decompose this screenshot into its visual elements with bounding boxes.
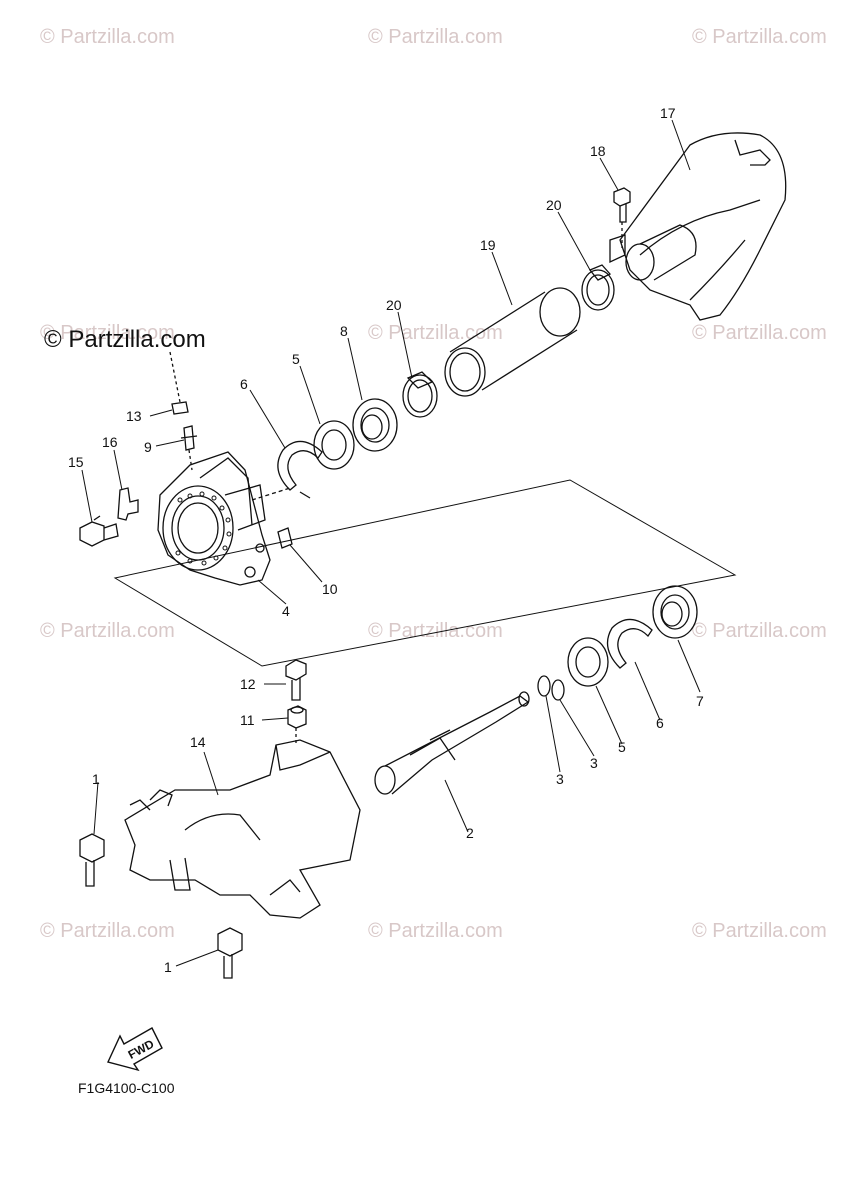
part-6-circlip-upper bbox=[277, 440, 323, 499]
callout-19: 19 bbox=[480, 237, 496, 253]
callout-13: 13 bbox=[126, 408, 142, 424]
callout-15: 15 bbox=[68, 454, 84, 470]
callout-17: 17 bbox=[660, 105, 676, 121]
part-8-bearing bbox=[352, 398, 398, 452]
callout-12: 12 bbox=[240, 676, 256, 692]
callout-1: 1 bbox=[164, 959, 172, 975]
callout-5: 5 bbox=[618, 739, 626, 755]
part-5-oil-seal-upper bbox=[313, 420, 355, 470]
part-1-bolt-upper bbox=[79, 833, 105, 887]
watermark-main: © Partzilla.com bbox=[44, 326, 206, 353]
callout-7: 7 bbox=[696, 693, 704, 709]
part-17-nozzle-cover bbox=[609, 132, 787, 321]
callout-9: 9 bbox=[144, 439, 152, 455]
leader-lines bbox=[81, 119, 701, 967]
watermark: © Partzilla.com bbox=[692, 620, 827, 642]
part-6-circlip-lower bbox=[606, 618, 653, 669]
part-14-pump-housing bbox=[124, 739, 361, 919]
part-20-hose-clamp-upper bbox=[581, 264, 615, 311]
part-18-bolt bbox=[613, 187, 631, 248]
callout-5: 5 bbox=[292, 351, 300, 367]
callout-6: 6 bbox=[656, 715, 664, 731]
watermark: © Partzilla.com bbox=[368, 920, 503, 942]
part-11-collar bbox=[287, 705, 307, 745]
watermark: © Partzilla.com bbox=[692, 322, 827, 344]
watermark: © Partzilla.com bbox=[692, 920, 827, 942]
watermark: © Partzilla.com bbox=[40, 26, 175, 48]
part-15-bolt bbox=[79, 515, 119, 547]
part-4-bearing-housing bbox=[157, 451, 291, 586]
assembly-outline bbox=[113, 479, 737, 667]
callout-11: 11 bbox=[240, 712, 255, 728]
watermark: © Partzilla.com bbox=[40, 920, 175, 942]
callout-16: 16 bbox=[102, 434, 118, 450]
part-1-bolt-lower bbox=[217, 927, 243, 979]
callout-18: 18 bbox=[590, 143, 606, 159]
part-13-clamp bbox=[169, 351, 189, 415]
callout-20: 20 bbox=[386, 297, 402, 313]
part-2-drive-shaft bbox=[374, 691, 530, 795]
callout-3: 3 bbox=[556, 771, 564, 787]
part-5-oil-seal-lower bbox=[567, 637, 609, 687]
part-9-nipple bbox=[180, 425, 198, 471]
part-19-hose bbox=[444, 287, 581, 397]
callout-8: 8 bbox=[340, 323, 348, 339]
part-20-hose-clamp-lower bbox=[402, 371, 438, 418]
callout-1: 1 bbox=[92, 771, 100, 787]
callout-20: 20 bbox=[546, 197, 562, 213]
watermark: © Partzilla.com bbox=[368, 26, 503, 48]
callout-2: 2 bbox=[466, 825, 474, 841]
callout-14: 14 bbox=[190, 734, 206, 750]
fwd-arrow-icon: FWD bbox=[107, 1027, 163, 1072]
part-16-plate bbox=[117, 487, 139, 521]
callout-6: 6 bbox=[240, 376, 248, 392]
part-7-bearing bbox=[652, 585, 698, 639]
watermark: © Partzilla.com bbox=[368, 620, 503, 642]
part-10-dowel-pin bbox=[277, 527, 293, 549]
part-3-o-ring bbox=[537, 675, 565, 701]
callout-10: 10 bbox=[322, 581, 338, 597]
watermark: © Partzilla.com bbox=[692, 26, 827, 48]
part-12-bolt bbox=[285, 659, 307, 701]
callout-4: 4 bbox=[282, 603, 290, 619]
watermark: © Partzilla.com bbox=[40, 322, 175, 344]
watermark: © Partzilla.com bbox=[40, 620, 175, 642]
callout-3: 3 bbox=[590, 755, 598, 771]
diagram-code: F1G4100-C100 bbox=[78, 1080, 175, 1096]
